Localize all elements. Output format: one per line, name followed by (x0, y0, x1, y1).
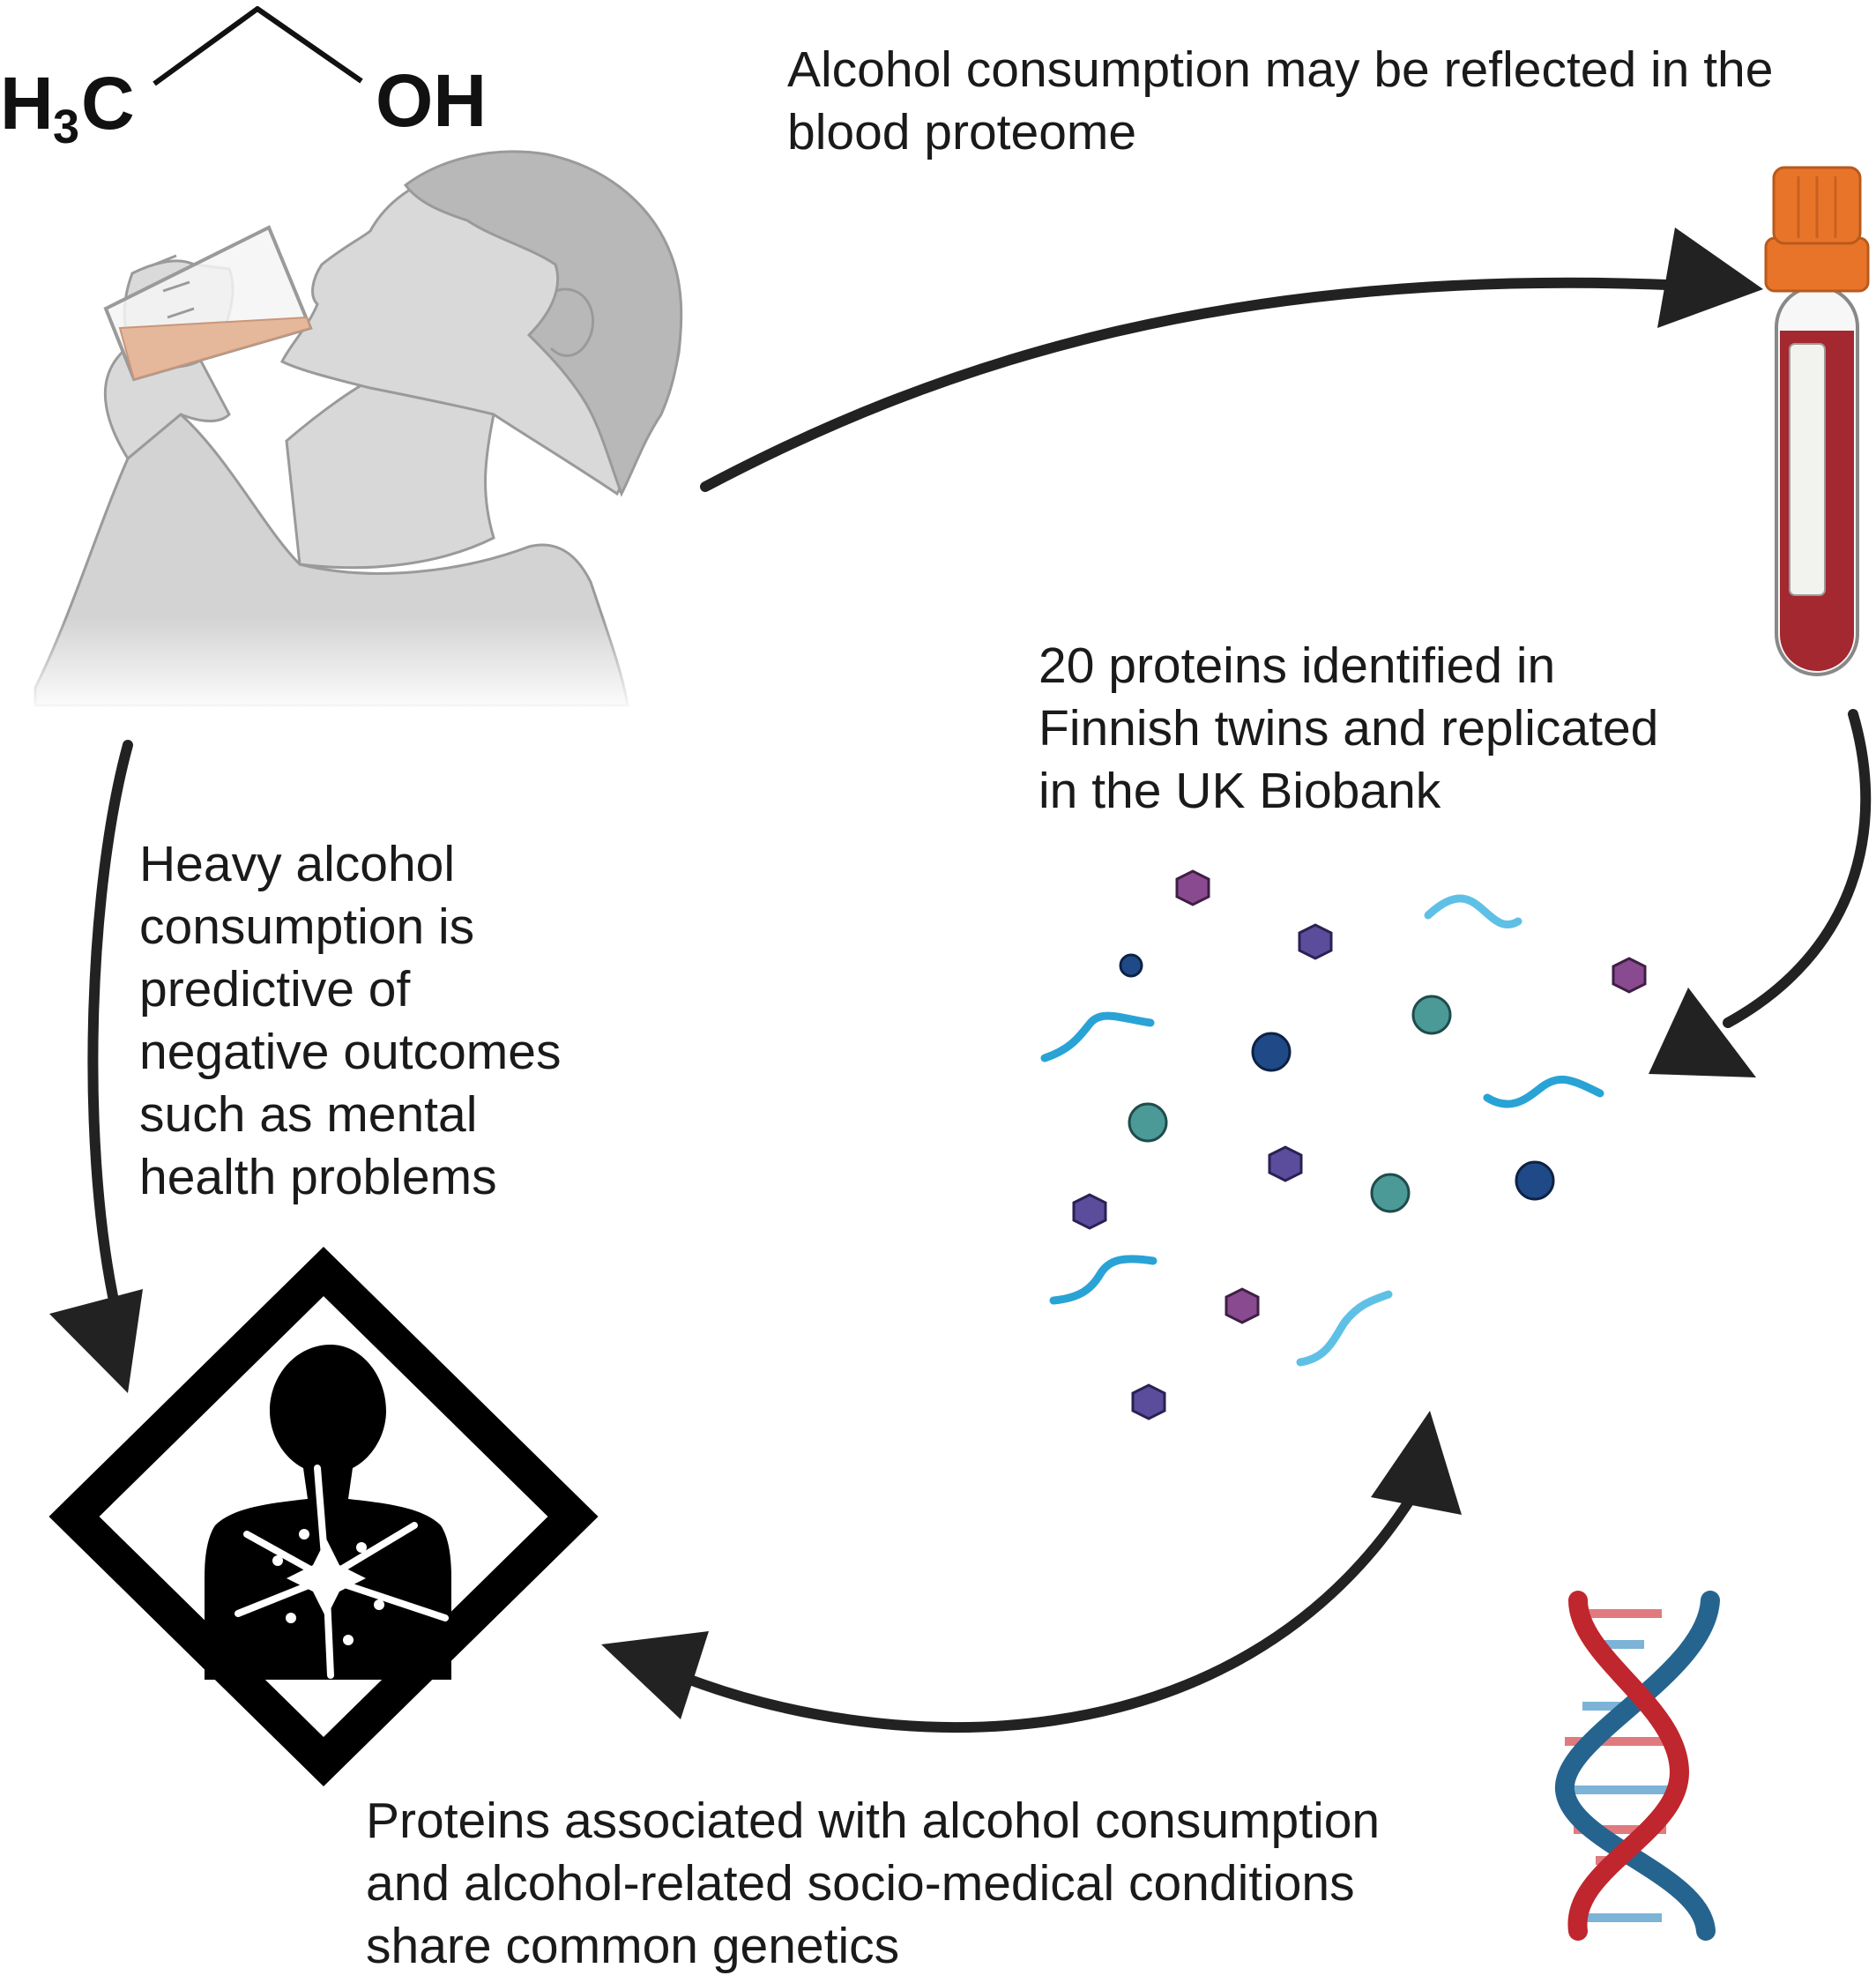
caption-line: blood proteome (787, 104, 1137, 160)
proteins-icon (1040, 869, 1647, 1420)
protein-hexagon (1225, 1287, 1260, 1324)
arrow-head-genetics-left (601, 1631, 709, 1719)
protein-hexagon (1298, 923, 1333, 960)
protein-hexagon (1072, 1193, 1107, 1230)
hazard-diamond (48, 1246, 599, 1787)
dna-helix-icon (1555, 1591, 1720, 1941)
burst-droplet (286, 1613, 296, 1623)
protein-hexagon (1175, 869, 1210, 906)
person-fingers (153, 254, 195, 319)
formula-h: H (0, 62, 54, 145)
caption-line: Heavy alcohol (139, 836, 456, 892)
person-ear (549, 287, 595, 357)
burst-droplet (374, 1599, 384, 1610)
protein-dot (1251, 1032, 1292, 1072)
caption-heavy-alcohol: Heavy alcohol consumption is predictive … (139, 833, 561, 1209)
caption-line: 20 proteins identified in (1038, 637, 1556, 694)
protein-dot (1119, 953, 1143, 978)
protein-strand (1424, 894, 1522, 929)
person-neck (285, 369, 495, 570)
arrow-head-tube (1657, 227, 1763, 328)
protein-strand (1296, 1290, 1393, 1367)
protein-dot (1370, 1173, 1411, 1213)
tube-cap-lower (1764, 236, 1870, 293)
caption-line: such as mental (139, 1086, 478, 1143)
glass-drink (118, 316, 312, 381)
burst-droplet (343, 1635, 354, 1645)
protein-hexagon (1612, 957, 1647, 994)
formula-c: C (81, 62, 135, 145)
formula-subscript: 3 (53, 101, 79, 153)
caption-line: negative outcomes (139, 1024, 562, 1080)
arrow-person-to-tube (700, 277, 1711, 492)
cycle-arrows (49, 227, 1872, 1733)
protein-strand (1049, 1255, 1158, 1305)
caption-line: share common genetics (366, 1918, 900, 1974)
glass-icon (103, 225, 313, 382)
burst-droplet (272, 1555, 283, 1566)
burst-droplet (356, 1542, 367, 1553)
caption-line: health problems (139, 1149, 497, 1205)
ethanol-structure-icon: H 3 C OH (0, 6, 487, 153)
caption-line: Proteins associated with alcohol consump… (366, 1793, 1381, 1849)
caption-line: Alcohol consumption may be reflected in … (787, 41, 1774, 98)
burst-droplet (299, 1529, 309, 1539)
person-hair (403, 150, 683, 497)
protein-hexagon (1131, 1383, 1166, 1420)
burst-droplets (272, 1529, 384, 1645)
protein-dot (1515, 1160, 1555, 1201)
dna-strand-blue (1555, 1591, 1720, 1941)
burst-center (287, 1539, 366, 1618)
arrow-genetics-link (662, 1494, 1416, 1733)
caption-line: Finnish twins and replicated (1038, 700, 1659, 757)
drinking-person-icon (0, 150, 683, 714)
dna-strand-red (1567, 1591, 1690, 1941)
health-hazard-icon (48, 1246, 599, 1787)
person-fade (0, 617, 670, 714)
protein-dot (1411, 995, 1452, 1035)
protein-dot (1128, 1102, 1168, 1143)
arrow-head-hazard (49, 1289, 143, 1393)
protein-hexagon (1268, 1145, 1303, 1182)
caption-line: consumption is (139, 898, 475, 955)
protein-strand (1483, 1076, 1604, 1108)
arrow-head-genetics-right (1371, 1411, 1462, 1515)
caption-line: in the UK Biobank (1038, 763, 1441, 819)
ethanol-bond-line (153, 6, 363, 86)
caption-line: and alcohol-related socio-medical condit… (366, 1855, 1355, 1912)
caption-proteins-identified: 20 proteins identified in Finnish twins … (1038, 635, 1658, 823)
arrow-person-to-hazard (87, 740, 133, 1301)
arrow-tube-to-proteins (1723, 709, 1872, 1028)
caption-line: predictive of (139, 961, 411, 1018)
caption-common-genetics: Proteins associated with alcohol consump… (366, 1790, 1380, 1978)
blood-tube-icon (1764, 166, 1870, 676)
tube-label (1789, 343, 1826, 596)
protein-strand (1040, 1011, 1155, 1062)
caption-blood-proteome: Alcohol consumption may be reflected in … (787, 39, 1773, 164)
formula-oh: OH (376, 59, 487, 142)
arrow-head-proteins (1649, 988, 1756, 1077)
